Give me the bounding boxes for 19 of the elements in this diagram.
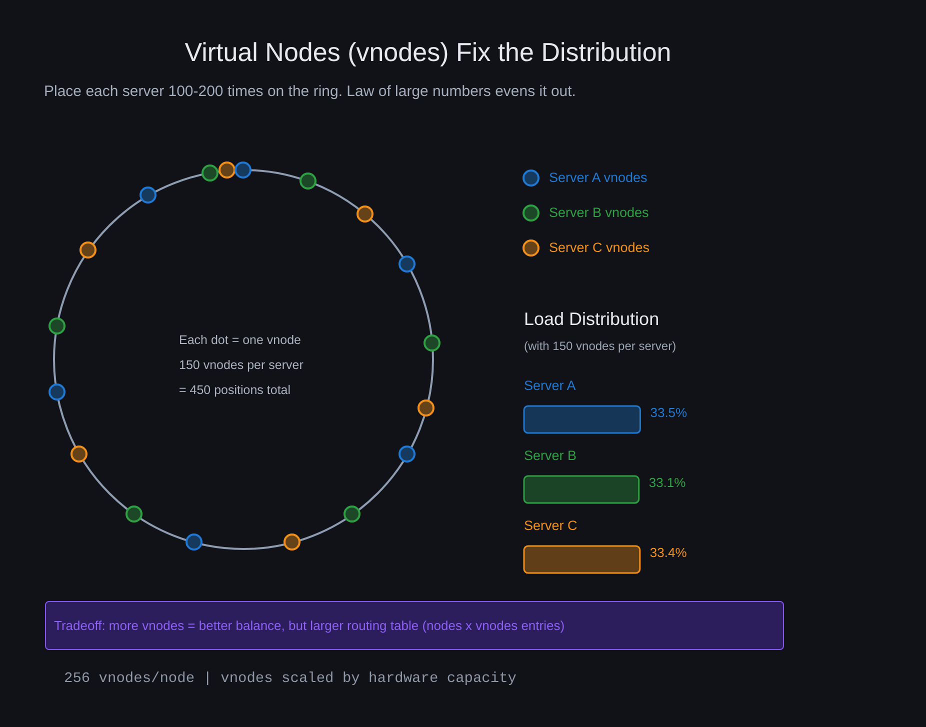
value-label: 33.5%: [650, 405, 688, 421]
legend-label: Server A vnodes: [549, 168, 648, 186]
title: Virtual Nodes (vnodes) Fix the Distribution: [184, 36, 672, 69]
ring-note: = 450 positions total: [179, 382, 292, 399]
category-label: Server B: [524, 447, 577, 465]
legend-label: Server B vnodes: [549, 204, 649, 222]
category-label: Server C: [524, 517, 578, 535]
tradeoff-note: Tradeoff: more vnodes = better balance, but larger routing table (nodes x vnodes entries): [54, 616, 565, 634]
subtitle: Place each server 100-200 times on the ring. Law of large numbers evens it out.: [44, 82, 576, 102]
chart-title: Load Distribution: [524, 308, 660, 331]
category-label: Server A: [524, 377, 576, 395]
value-label: 33.4%: [650, 545, 687, 561]
value-label: 33.1%: [648, 475, 686, 491]
ring-note: 150 vnodes per server: [179, 357, 304, 374]
legend-label: Server C vnodes: [549, 238, 650, 256]
footer-note: 256 vnodes/node | vnodes scaled by hardware capacity: [64, 670, 516, 688]
chart-subtitle: (with 150 vnodes per server): [524, 338, 676, 354]
ring-note: Each dot = one vnode: [179, 332, 302, 349]
note-box: [45, 601, 784, 650]
